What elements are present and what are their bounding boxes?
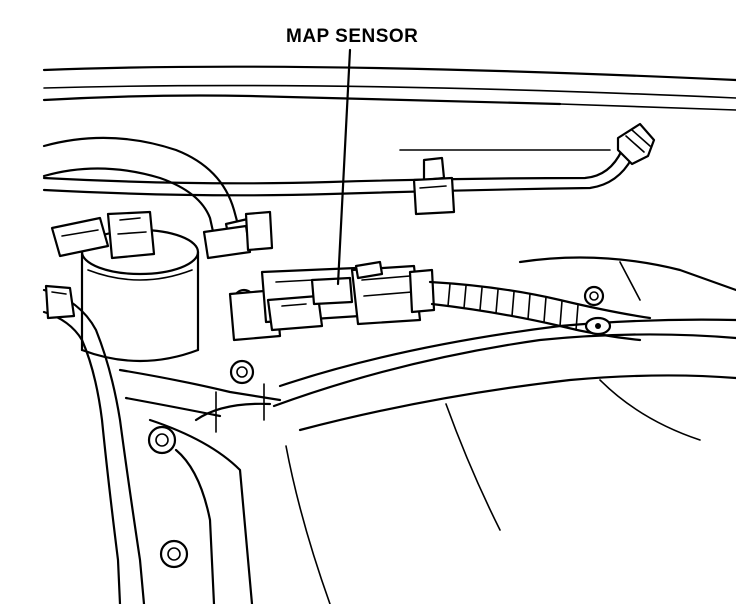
- intake-plenum: [272, 256, 736, 604]
- valve-canister: [50, 210, 200, 363]
- bolt-icon: [147, 425, 177, 455]
- vacuum-line: [42, 284, 146, 604]
- coolant-hose: [42, 136, 274, 260]
- intake-manifold-left: [118, 368, 282, 604]
- bolt-icon: [583, 285, 605, 307]
- wiring-harness: [428, 280, 652, 342]
- bolt-icon: [229, 359, 255, 385]
- bolt-icon: [159, 539, 189, 569]
- cowl-bracket: [412, 156, 456, 216]
- cowl-lines: [42, 65, 736, 151]
- map-sensor-label: MAP SENSOR: [286, 26, 419, 47]
- callout-leader: [336, 48, 352, 286]
- sensor-connector: [350, 260, 436, 326]
- upper-right-line: [42, 122, 656, 197]
- map-sensor: [228, 266, 362, 342]
